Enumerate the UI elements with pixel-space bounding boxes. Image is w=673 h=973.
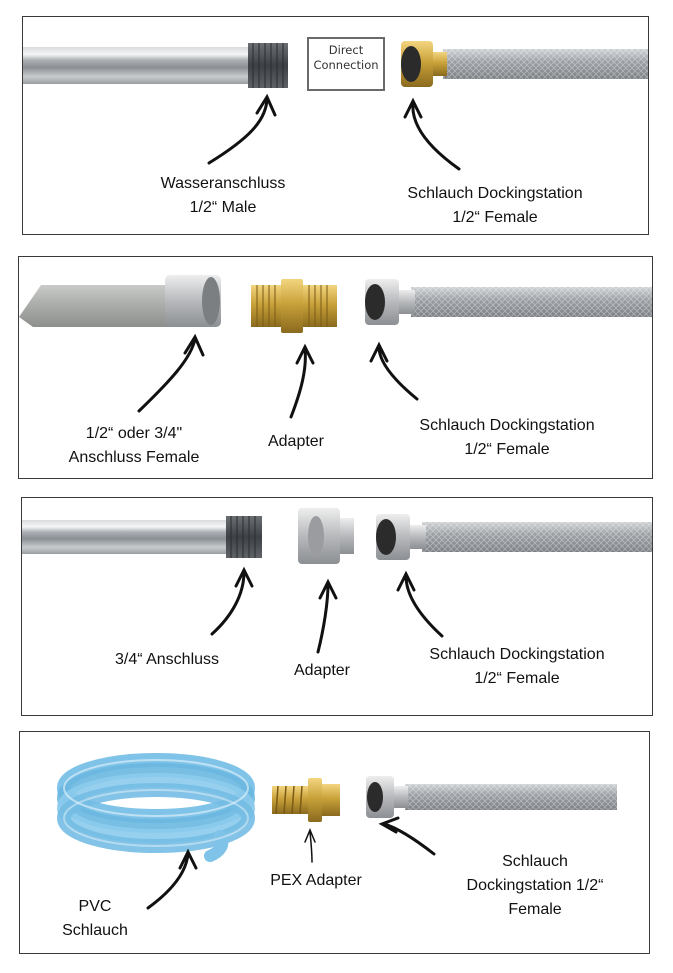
panel-female-adapter: 1/2“ oder 3/4" Anschluss Female Adapter … — [18, 256, 653, 479]
middle-label: Adapter — [241, 430, 351, 454]
arrow-icon — [378, 816, 436, 856]
pex-adapter-icon — [272, 778, 340, 822]
pvc-hose-coil-icon — [57, 753, 255, 862]
panel-1-artwork — [23, 41, 648, 171]
male-pipe-icon — [23, 43, 288, 88]
arrow-icon — [289, 343, 315, 419]
arrow-icon — [403, 97, 461, 171]
panel-3-4-adapter: 3/4“ Anschluss Adapter Schlauch Dockings… — [21, 497, 653, 716]
panel-2-artwork — [19, 275, 652, 419]
arrow-icon — [146, 848, 198, 910]
label-line: 1/2“ Female — [464, 441, 550, 458]
middle-label: Adapter — [267, 659, 377, 683]
label-line: Schlauch Dockingstation — [419, 417, 595, 434]
direct-connection-box: Direct Connection — [307, 37, 385, 91]
label-line: Adapter — [267, 433, 325, 450]
label-line: 1/2“ Male — [189, 199, 257, 216]
left-label: Wasseranschluss 1/2“ Male — [133, 172, 313, 220]
arrow-icon — [369, 341, 419, 401]
right-label: Schlauch Dockingstation 1/2“ Female — [385, 182, 605, 230]
direct-connection-line-1: Direct — [328, 43, 364, 57]
label-line: 1/2“ oder 3/4" — [85, 425, 183, 442]
brass-adapter-icon — [251, 279, 337, 333]
label-line: Schlauch Dockingstation — [429, 646, 605, 663]
chrome-adapter-icon — [298, 508, 354, 564]
hose-fitting-icon — [366, 776, 617, 818]
label-line: Schlauch Dockingstation — [407, 185, 583, 202]
hose-fitting-icon — [376, 514, 652, 560]
label-line: Schlauch — [502, 853, 568, 870]
label-line: 3/4“ Anschluss — [114, 651, 220, 668]
label-line: 1/2“ Female — [474, 670, 560, 687]
label-line: Adapter — [293, 662, 351, 679]
panel-pvc-pex: PVC Schlauch PEX Adapter Schlauch Dockin… — [19, 731, 650, 954]
arrow-icon — [396, 570, 444, 638]
arrow-icon — [304, 828, 316, 863]
right-label: Schlauch Dockingstation 1/2“ Female — [440, 850, 630, 922]
arrow-icon — [207, 93, 277, 165]
label-line: 1/2“ Female — [452, 209, 538, 226]
label-line: Schlauch — [62, 922, 128, 939]
label-line: PVC — [78, 898, 112, 915]
left-label: PVC Schlauch — [50, 895, 140, 943]
panel-4-artwork — [57, 753, 617, 910]
label-line: Anschluss Female — [68, 449, 200, 466]
arrow-icon — [316, 578, 338, 654]
label-line: Female — [508, 901, 562, 918]
label-line: Dockingstation 1/2“ — [466, 877, 604, 894]
panel-direct-connection: Direct Connection Wasseranschluss 1/2“ M… — [22, 16, 649, 235]
arrow-icon — [137, 333, 205, 413]
arrow-icon — [210, 566, 254, 636]
female-pipe-icon — [19, 275, 221, 327]
right-label: Schlauch Dockingstation 1/2“ Female — [397, 414, 617, 462]
label-line: Wasseranschluss — [160, 175, 286, 192]
hose-fitting-icon — [365, 279, 652, 325]
label-line: PEX Adapter — [270, 872, 362, 889]
middle-label: PEX Adapter — [256, 869, 376, 893]
hose-fitting-icon — [401, 41, 648, 87]
left-label: 3/4“ Anschluss — [92, 648, 242, 672]
left-label: 1/2“ oder 3/4" Anschluss Female — [39, 422, 229, 470]
panel-3-artwork — [22, 508, 652, 654]
right-label: Schlauch Dockingstation 1/2“ Female — [407, 643, 627, 691]
male-pipe-icon — [22, 516, 262, 558]
direct-connection-line-2: Connection — [313, 58, 379, 72]
